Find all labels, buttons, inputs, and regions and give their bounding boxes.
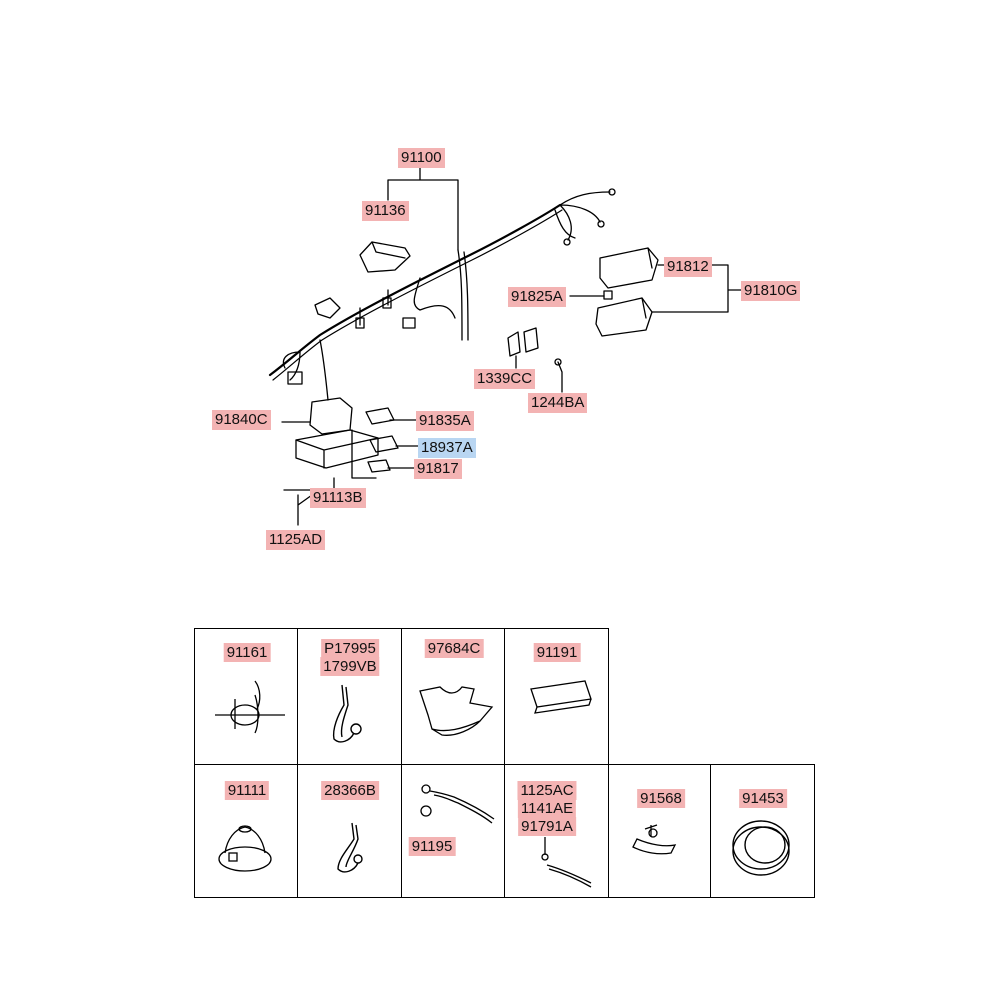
harness-trunk bbox=[268, 203, 562, 377]
part-label-p17995[interactable]: P17995 bbox=[321, 639, 379, 658]
part-label-97684c[interactable]: 97684C bbox=[424, 639, 484, 658]
bolt-cable-icon bbox=[541, 837, 592, 888]
protector-97684c-icon bbox=[419, 686, 494, 736]
part-label-91195[interactable]: 91195 bbox=[408, 837, 456, 856]
grid-cell-28366b: 28366B bbox=[297, 764, 402, 898]
part-label-91840C[interactable]: 91840C bbox=[212, 410, 271, 430]
part-label-91191[interactable]: 91191 bbox=[533, 643, 581, 662]
cable-91195-icon bbox=[420, 784, 495, 824]
part-label-1339CC[interactable]: 1339CC bbox=[474, 369, 536, 389]
grid-cell-97684c: 97684C bbox=[401, 628, 505, 765]
relay-box bbox=[309, 397, 353, 435]
connector-small bbox=[402, 317, 416, 329]
part-label-1125ac[interactable]: 1125AC bbox=[517, 781, 577, 800]
part-label-91111[interactable]: 91111 bbox=[224, 781, 270, 800]
leader-91100 bbox=[387, 165, 459, 251]
part-label-91113B[interactable]: 91113B bbox=[310, 488, 366, 508]
part-label-1244BA[interactable]: 1244BA bbox=[528, 393, 588, 413]
part-label-91812[interactable]: 91812 bbox=[664, 257, 712, 277]
part-label-91568[interactable]: 91568 bbox=[637, 789, 685, 808]
grid-cell-91191: 91191 bbox=[504, 628, 609, 765]
part-label-91825A[interactable]: 91825A bbox=[508, 287, 566, 307]
grid-cell-91568: 91568 bbox=[608, 764, 711, 898]
grid-cell-91111: 91111 bbox=[194, 764, 298, 898]
cable-tie-icon bbox=[332, 684, 362, 743]
part-label-91810G[interactable]: 91810G bbox=[741, 281, 801, 301]
grid-cell-1125ac: 1125AC 1141AE 91791A bbox=[504, 764, 609, 898]
grommet-91111-icon bbox=[218, 825, 272, 872]
part-label-91453[interactable]: 91453 bbox=[739, 789, 787, 808]
strap-28366b-icon bbox=[337, 822, 363, 873]
junction-box-91113B bbox=[295, 429, 379, 469]
part-label-91136[interactable]: 91136 bbox=[362, 201, 409, 221]
part-label-1125AD[interactable]: 1125AD bbox=[266, 530, 326, 550]
part-label-18937A[interactable]: 18937A bbox=[418, 438, 476, 458]
part-label-91835A[interactable]: 91835A bbox=[416, 411, 474, 431]
clip-91568-icon bbox=[632, 824, 677, 855]
part-label-91791a[interactable]: 91791A bbox=[518, 817, 576, 836]
grid-cell-91195: 91195 bbox=[401, 764, 505, 898]
part-label-91817[interactable]: 91817 bbox=[414, 459, 462, 479]
grid-cell-91161: 91161 bbox=[194, 628, 298, 765]
ring-91453-icon bbox=[732, 820, 790, 876]
pad-91191-icon bbox=[530, 680, 592, 714]
part-label-1141ae[interactable]: 1141AE bbox=[517, 799, 577, 818]
grid-cell-p17995: P17995 1799VB bbox=[297, 628, 402, 765]
grommet-91161-icon bbox=[215, 680, 285, 734]
part-label-91100[interactable]: 91100 bbox=[398, 148, 445, 168]
part-label-28366b[interactable]: 28366B bbox=[321, 781, 379, 800]
bolt-1125AD bbox=[297, 494, 313, 526]
part-label-91161[interactable]: 91161 bbox=[223, 643, 271, 662]
connector-end bbox=[608, 188, 616, 196]
grid-cell-91453: 91453 bbox=[710, 764, 815, 898]
part-label-1799vb[interactable]: 1799VB bbox=[320, 657, 380, 676]
